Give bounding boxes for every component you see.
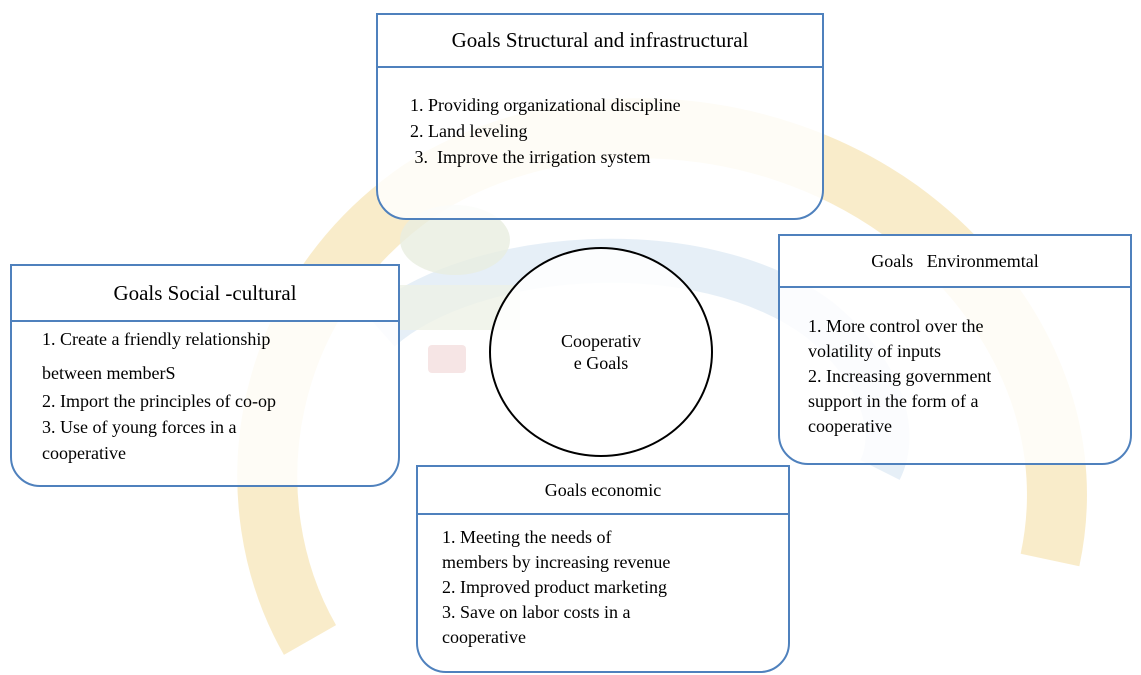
list-item: support in the form of a <box>808 391 979 411</box>
center-label-line1: Cooperativ <box>561 331 641 351</box>
goal-social-list: 1. Create a friendly relationship betwee… <box>42 326 276 466</box>
list-item: 3. Save on labor costs in a <box>442 602 631 622</box>
list-item: 2. Improved product marketing <box>442 577 667 597</box>
center-label: Cooperativ e Goals <box>546 330 656 374</box>
list-item: 3. Use of young forces in a <box>42 417 237 437</box>
goal-social-header: Goals Social -cultural <box>10 264 400 322</box>
goal-structural-body <box>376 58 824 220</box>
goal-environmental-title: Goals Environmemtal <box>871 250 1039 271</box>
list-item: 2. Increasing government <box>808 366 992 386</box>
watermark-tractor <box>428 345 466 373</box>
list-item: 1. Meeting the needs of <box>442 527 612 547</box>
list-item: 1. Create a friendly relationship <box>42 329 271 349</box>
center-ellipse: Cooperativ e Goals <box>489 247 713 457</box>
goal-social-body <box>10 314 400 487</box>
goal-economic-list: 1. Meeting the needs of members by incre… <box>442 525 670 650</box>
goal-structural-title: Goals Structural and infrastructural <box>451 28 749 52</box>
list-item: cooperative <box>442 627 526 647</box>
goal-environmental: Goals Environmemtal 1. More control over… <box>778 234 1132 465</box>
list-item: 2. Land leveling <box>410 121 528 141</box>
goal-social-cultural: Goals Social -cultural 1. Create a frien… <box>10 264 400 487</box>
list-item: volatility of inputs <box>808 341 941 361</box>
list-item: between memberS <box>42 363 176 383</box>
goal-structural-list: 1. Providing organizational discipline 2… <box>410 92 681 170</box>
list-item: members by increasing revenue <box>442 552 671 572</box>
goal-economic-header: Goals economic <box>416 465 790 515</box>
list-item: 3. Improve the irrigation system <box>410 147 651 167</box>
list-item: cooperative <box>42 443 126 463</box>
list-item: 2. Import the principles of co-op <box>42 391 276 411</box>
watermark-tree <box>400 205 510 275</box>
center-label-line2: e Goals <box>573 353 629 373</box>
list-item: 1. More control over the <box>808 316 984 336</box>
goal-environmental-header: Goals Environmemtal <box>778 234 1132 288</box>
goal-social-title: Goals Social -cultural <box>113 280 297 305</box>
goal-economic-title: Goals economic <box>544 479 662 500</box>
goal-structural-header: Goals Structural and infrastructural <box>376 13 824 68</box>
list-item: 1. Providing organizational discipline <box>410 95 681 115</box>
goal-economic: Goals economic 1. Meeting the needs of m… <box>416 465 790 673</box>
list-item: cooperative <box>808 416 892 436</box>
goal-environmental-list: 1. More control over the volatility of i… <box>808 314 991 444</box>
goal-structural: Goals Structural and infrastructural 1. … <box>376 13 824 220</box>
